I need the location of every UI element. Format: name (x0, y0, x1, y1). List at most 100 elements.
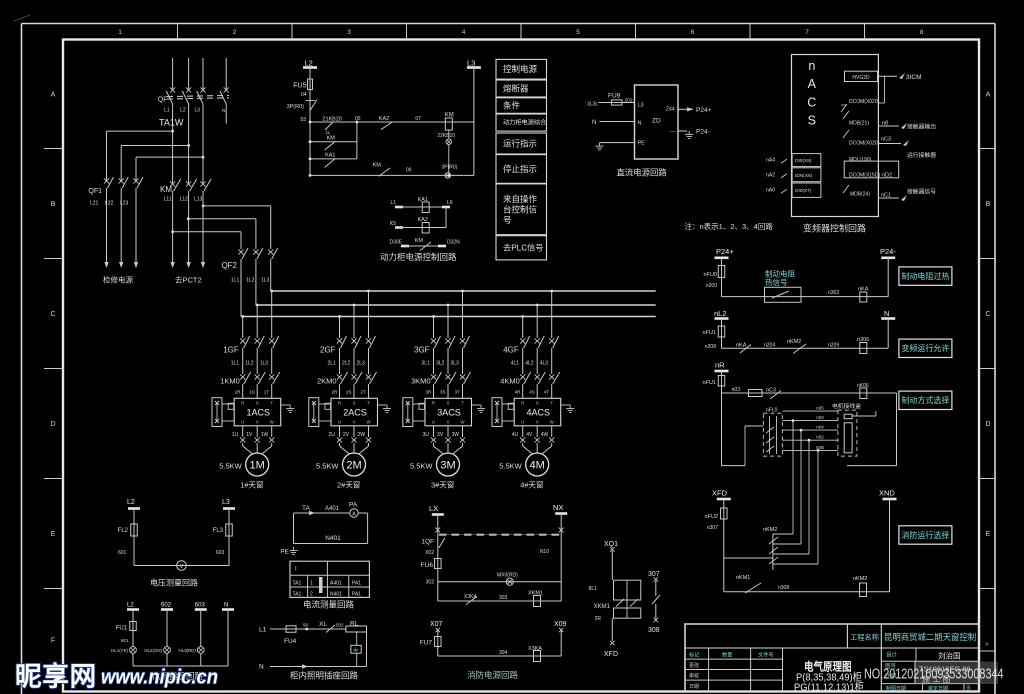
svg-text:5.5KW: 5.5KW (410, 462, 433, 471)
svg-text:n04: n04 (816, 425, 824, 430)
svg-text:n308: n308 (778, 585, 789, 591)
svg-text:N401: N401 (325, 535, 341, 542)
svg-text:n208: n208 (705, 344, 716, 350)
svg-text:昵享网: 昵享网 (15, 662, 97, 692)
svg-text:制图日期: 制图日期 (886, 685, 906, 692)
svg-text:1QF: 1QF (421, 539, 434, 546)
svg-text:4L3: 4L3 (540, 361, 549, 367)
svg-text:消防运行选择: 消防运行选择 (901, 530, 949, 540)
svg-text:条件: 条件 (503, 101, 521, 111)
svg-text:2V: 2V (343, 432, 350, 438)
svg-text:4L1: 4L1 (511, 361, 520, 367)
svg-text:审核: 审核 (689, 673, 699, 680)
svg-text:07: 07 (415, 116, 421, 122)
svg-text:603: 603 (216, 550, 225, 556)
svg-text:5.5KW: 5.5KW (499, 462, 522, 471)
svg-text:R: R (241, 401, 244, 406)
svg-text:KA1: KA1 (325, 153, 335, 159)
svg-text:DCOM(X15D): DCOM(X15D) (849, 173, 880, 179)
svg-text:DCOM(X020): DCOM(X020) (849, 99, 880, 105)
svg-text:1U: 1U (232, 432, 239, 438)
svg-text:3L3: 3L3 (451, 361, 460, 367)
svg-text:HVG2D: HVG2D (852, 75, 870, 81)
svg-text:HL1(YE): HL1(YE) (111, 648, 128, 653)
svg-text:3L2: 3L2 (436, 361, 445, 367)
svg-text:nKM2: nKM2 (787, 339, 801, 345)
svg-text:电压测量回路: 电压测量回路 (150, 578, 198, 588)
svg-text:n8: n8 (882, 121, 888, 127)
svg-text:nA2: nA2 (766, 172, 775, 178)
svg-text:3P(R0): 3P(R0) (287, 104, 305, 110)
svg-text:注：n表示1、2、3、4回路: 注：n表示1、2、3、4回路 (685, 221, 774, 231)
svg-text:IDN(X6): IDN(X6) (795, 173, 813, 179)
svg-text:XND: XND (879, 489, 895, 498)
svg-text:D30E: D30E (389, 240, 402, 246)
svg-text:2: 2 (310, 592, 313, 598)
svg-text:601: 601 (118, 550, 127, 556)
svg-text:施 工 图: 施 工 图 (922, 674, 950, 684)
svg-text:1ACS: 1ACS (246, 408, 270, 418)
svg-text:XKM1: XKM1 (594, 604, 611, 610)
svg-text:2R: 2R (595, 616, 602, 622)
svg-text:TS10616EC-06: TS10616EC-06 (919, 665, 971, 674)
svg-text:XFD: XFD (604, 651, 618, 658)
svg-text:1L3: 1L3 (261, 278, 270, 284)
svg-text:V: V (353, 419, 356, 424)
svg-text:304: 304 (499, 650, 508, 656)
svg-text:3L1: 3L1 (422, 361, 431, 367)
svg-text:V: V (256, 419, 259, 424)
svg-text:直流电源回路: 直流电源回路 (617, 168, 668, 178)
svg-text:信号指示回路: 信号指示回路 (152, 671, 204, 681)
svg-text:C: C (807, 95, 816, 109)
svg-text:N10: N10 (540, 549, 549, 555)
svg-text:4U: 4U (512, 432, 519, 438)
svg-text:X02: X02 (425, 550, 434, 556)
svg-text:DCOM(X020): DCOM(X020) (849, 141, 880, 147)
svg-text:ZD: ZD (652, 118, 661, 125)
svg-text:FU4: FU4 (284, 638, 297, 645)
svg-text:DI0(X8): DI0(X8) (795, 158, 812, 164)
svg-text:nKM1: nKM1 (736, 575, 750, 581)
svg-text:来自操作: 来自操作 (503, 194, 538, 204)
svg-text:nKA: nKA (736, 343, 747, 349)
svg-text:n02: n02 (816, 435, 824, 440)
svg-text:308: 308 (648, 627, 660, 634)
svg-text:PG(11,12,13)1柜: PG(11,12,13)1柜 (794, 681, 864, 694)
svg-text:3U: 3U (423, 432, 430, 438)
svg-text:D: D (50, 421, 55, 428)
svg-text:4: 4 (462, 29, 466, 36)
svg-text:D: D (985, 421, 990, 428)
svg-text:nC3: nC3 (766, 388, 776, 394)
svg-text:停止指示: 停止指示 (503, 164, 537, 174)
svg-text:运行指示: 运行指示 (503, 138, 537, 148)
svg-text:V: V (447, 419, 450, 424)
svg-text:N401: N401 (330, 592, 342, 598)
svg-text:TA1: TA1 (293, 592, 302, 598)
svg-text:8: 8 (920, 29, 924, 36)
svg-text:制动方式选择: 制动方式选择 (901, 395, 949, 405)
svg-text:XL: XL (319, 621, 327, 628)
svg-text:2M: 2M (346, 460, 361, 472)
svg-text:A401: A401 (325, 506, 340, 512)
svg-text:n: n (808, 59, 815, 73)
svg-text:2T: 2T (361, 390, 367, 395)
svg-text:标记: 标记 (689, 651, 699, 659)
svg-text:E: E (986, 531, 991, 538)
svg-text:2ACS: 2ACS (343, 408, 367, 418)
svg-text:nD2: nD2 (882, 173, 892, 179)
svg-text:热信号: 热信号 (765, 277, 788, 287)
svg-text:KA2: KA2 (418, 217, 428, 223)
svg-text:L12: L12 (180, 197, 189, 203)
svg-text:n0B: n0B (816, 445, 824, 450)
svg-text:文件号: 文件号 (758, 651, 774, 659)
svg-text:4W: 4W (541, 432, 549, 438)
svg-text:设计: 设计 (886, 651, 898, 659)
svg-text:L2: L2 (305, 59, 313, 68)
svg-text:图号: 图号 (885, 662, 897, 670)
svg-text:PE: PE (638, 141, 646, 147)
svg-text:2W: 2W (358, 432, 366, 438)
svg-text:A: A (352, 512, 356, 518)
svg-text:S: S (536, 401, 539, 406)
svg-text:3P(R0): 3P(R0) (442, 165, 458, 171)
svg-text:1#天窗: 1#天窗 (240, 480, 263, 490)
